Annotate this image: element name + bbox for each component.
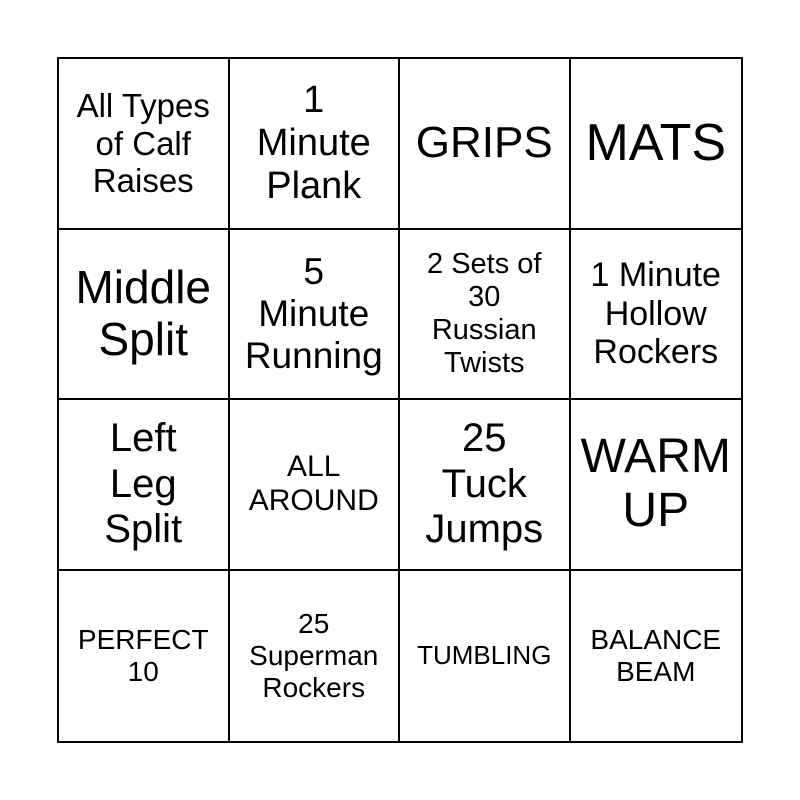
bingo-cell[interactable]: MATS	[570, 59, 741, 230]
cell-label: 25 Superman Rockers	[249, 608, 379, 703]
bingo-cell[interactable]: TUMBLING	[400, 570, 571, 741]
cell-label: MATS	[585, 113, 727, 172]
cell-label: 25 Tuck Jumps	[425, 416, 544, 551]
bingo-cell[interactable]: 1 Minute Hollow Rockers	[570, 230, 741, 400]
bingo-cell[interactable]: All Types of Calf Raises	[59, 59, 230, 230]
bingo-cell[interactable]: GRIPS	[400, 59, 571, 230]
cell-label: 1 Minute Hollow Rockers	[590, 256, 721, 371]
cell-label: TUMBLING	[417, 640, 552, 671]
bingo-cell[interactable]: 25 Superman Rockers	[230, 570, 400, 741]
bingo-cell[interactable]: Middle Split	[59, 229, 230, 400]
cell-label: 2 Sets of 30 Russian Twists	[427, 248, 542, 379]
bingo-cell[interactable]: Left Leg Split	[59, 400, 230, 571]
cell-label: All Types of Calf Raises	[76, 87, 210, 199]
bingo-cell[interactable]: ALL AROUND	[229, 400, 400, 571]
cell-label: Left Leg Split	[104, 416, 183, 551]
bingo-board: All Types of Calf Raises 1 Minute Plank …	[57, 57, 743, 743]
bingo-cell[interactable]: WARM UP	[570, 400, 741, 571]
bingo-cell[interactable]: PERFECT 10	[59, 570, 230, 741]
bingo-cell[interactable]: 5 Minute Running	[229, 229, 400, 400]
bingo-cell[interactable]: 1 Minute Plank	[229, 59, 400, 230]
bingo-cell[interactable]: 2 Sets of 30 Russian Twists	[400, 229, 571, 400]
cell-label: 1 Minute Plank	[256, 78, 371, 207]
cell-label: GRIPS	[415, 118, 553, 168]
cell-label: BALANCE BEAM	[590, 624, 722, 687]
cell-label: ALL AROUND	[248, 450, 379, 518]
cell-label: 5 Minute Running	[244, 251, 383, 376]
cell-label: WARM UP	[580, 430, 731, 538]
bingo-cell[interactable]: BALANCE BEAM	[571, 571, 742, 742]
cell-label: PERFECT 10	[77, 624, 209, 687]
bingo-cell[interactable]: 25 Tuck Jumps	[400, 400, 571, 571]
cell-label: Middle Split	[75, 260, 211, 365]
